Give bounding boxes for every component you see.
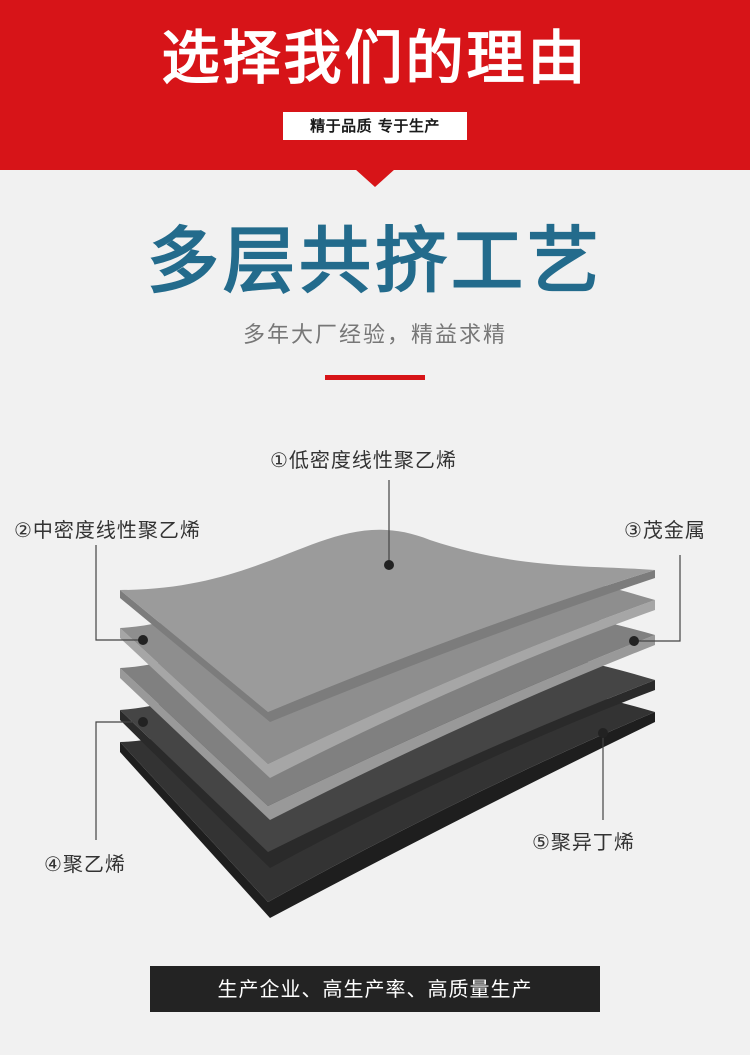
layer-1-sheet [120,529,655,722]
header-title: 选择我们的理由 [161,24,589,92]
layer-label-3: ③茂金属 [624,518,706,542]
layer-label-5: ⑤聚异丁烯 [532,830,635,854]
leader-line-4 [95,721,143,840]
footer-bar [150,966,600,1012]
leader-line-3 [634,555,681,642]
marker-dot-2 [138,635,148,645]
banner-arrow [355,169,395,187]
footer-text: 生产企业、高生产率、高质量生产 [217,977,533,1001]
layer-label-1: ①低密度线性聚乙烯 [270,448,457,472]
header-tagline: 精于品质 专于生产 [283,112,467,140]
marker-dot-1 [384,560,394,570]
layer-label-2: ②中密度线性聚乙烯 [14,518,201,542]
marker-dot-5 [598,728,608,738]
marker-dot-4 [138,717,148,727]
header-banner [0,0,750,170]
section-title: 多层共挤工艺 [146,219,603,303]
leader-line-2 [95,545,143,641]
layer-label-4: ④聚乙烯 [44,852,126,876]
marker-dot-3 [629,636,639,646]
title-divider [325,375,425,380]
section-subtitle: 多年大厂经验，精益求精 [242,323,507,348]
